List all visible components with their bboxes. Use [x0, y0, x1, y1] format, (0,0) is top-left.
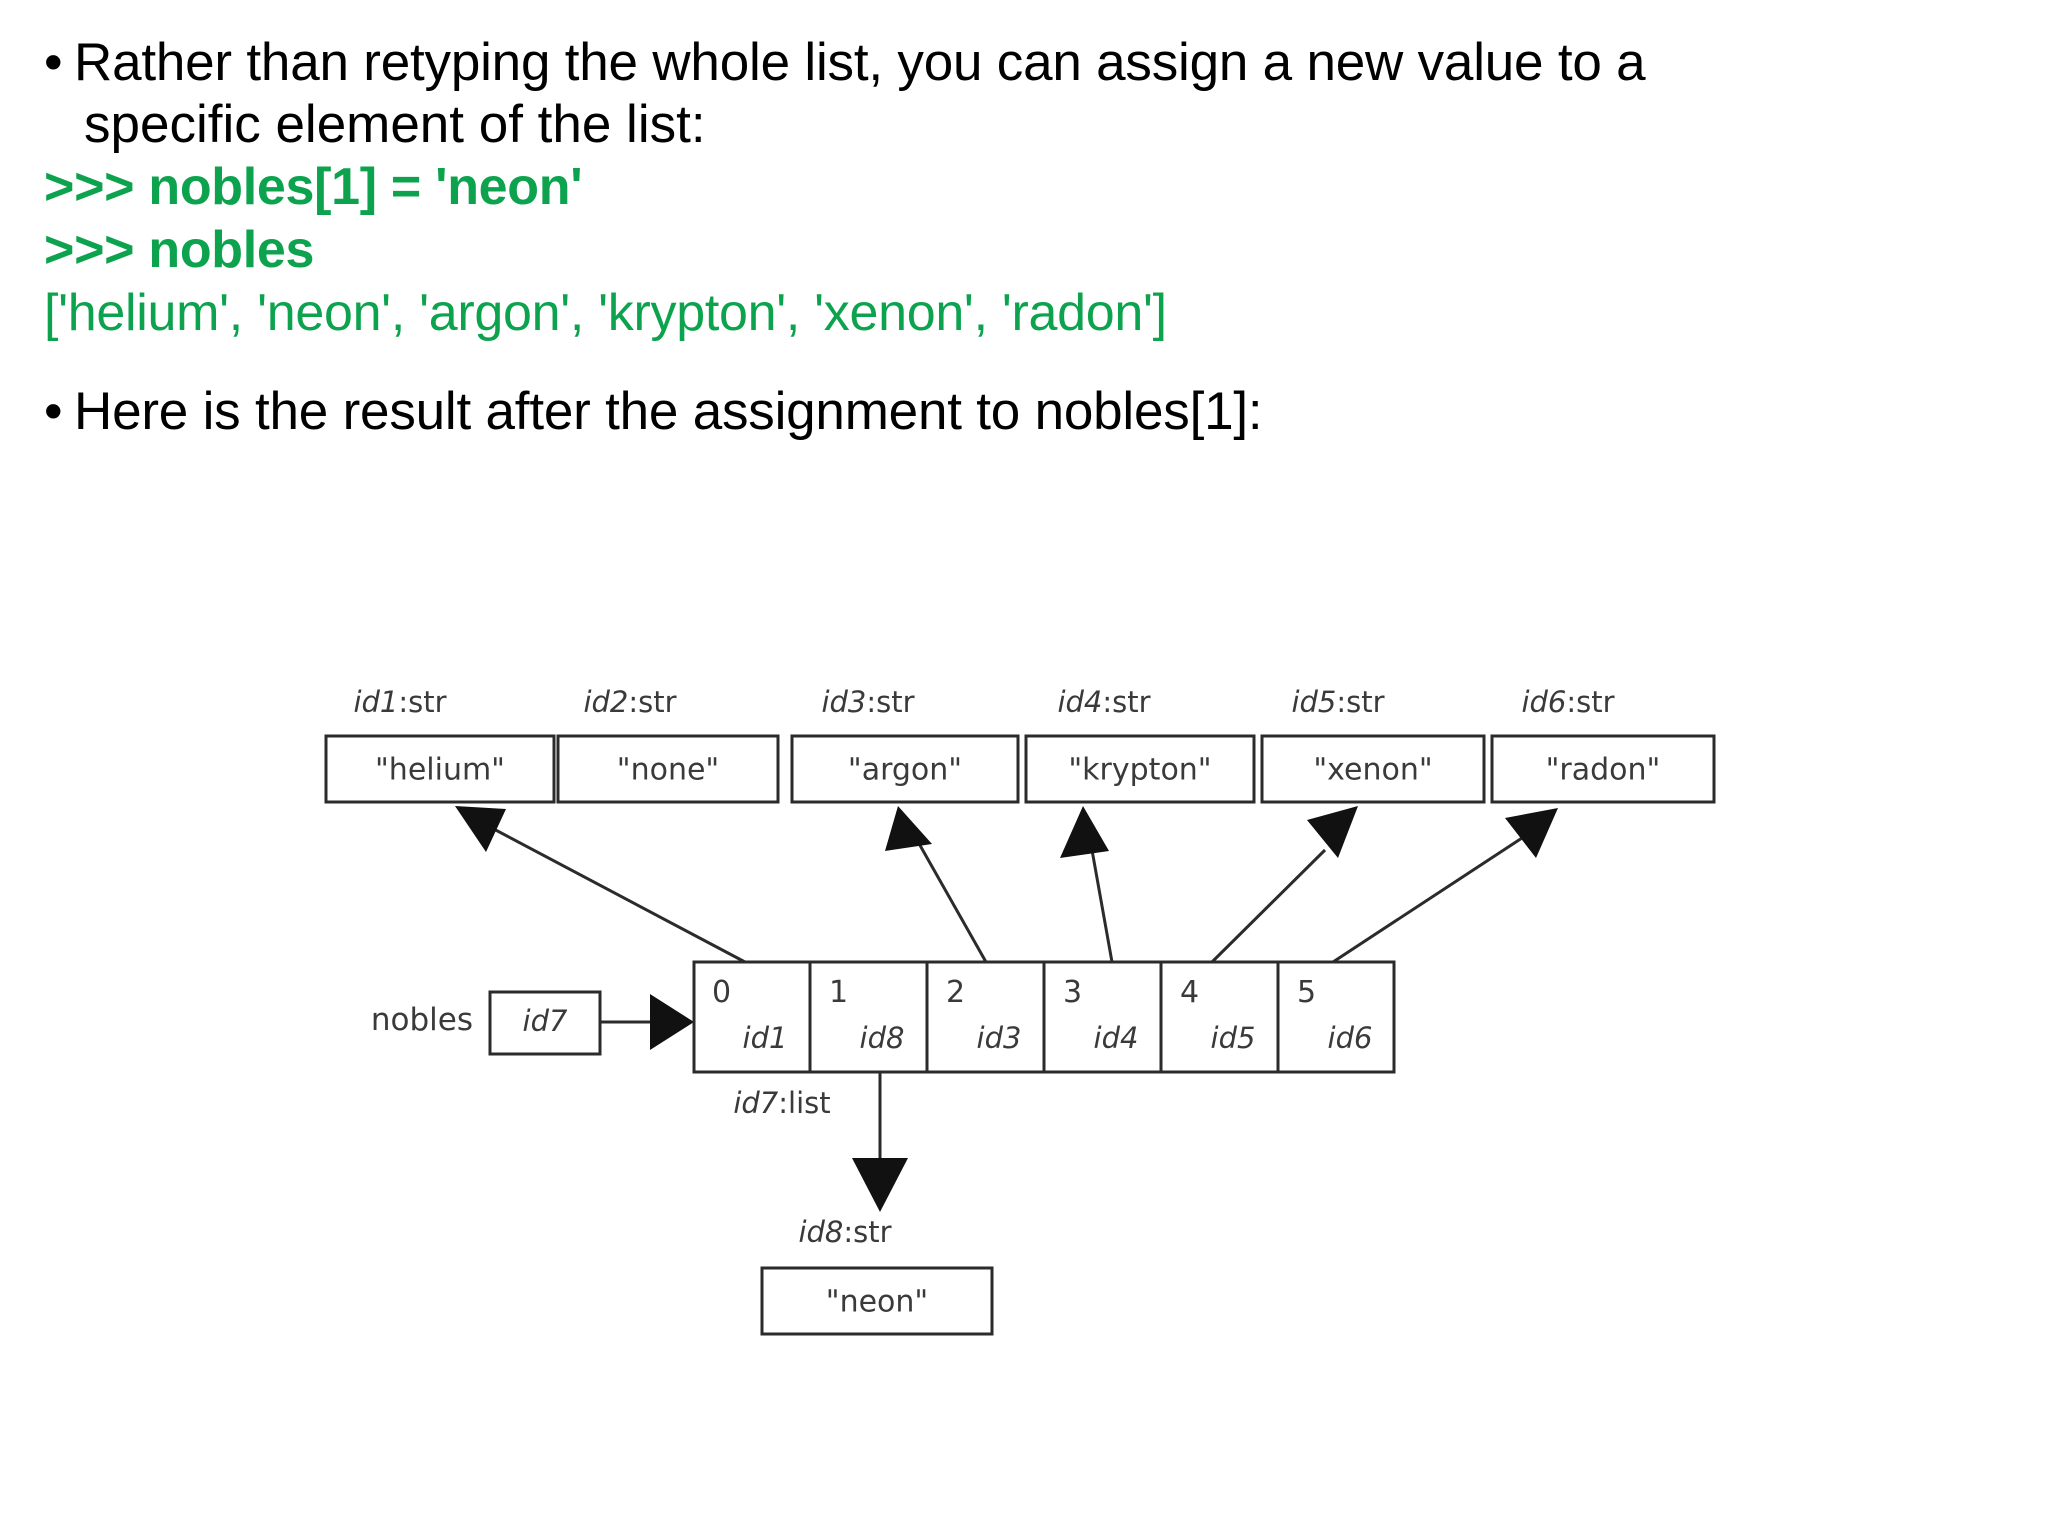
arrow-cell3-to-id4	[1060, 806, 1114, 963]
arrow-cell0-to-id1	[455, 806, 746, 964]
str-object-id3-label-type: :str	[866, 685, 914, 719]
str-object-id4: id4:str "krypton"	[1024, 685, 1256, 804]
str-object-id2-label-id: id2	[583, 685, 628, 719]
str-object-id4-label-id: id4	[1057, 685, 1102, 719]
arrow-cell4-to-id5	[1210, 806, 1358, 964]
list-object-id7-label-id: id7	[733, 1086, 778, 1120]
str-object-id6-label-id: id6	[1521, 685, 1566, 719]
list-object-id7-frame	[692, 960, 1396, 1074]
list-object-id7-label-type: :list	[778, 1086, 830, 1120]
list-cell-0-index: 0	[712, 975, 731, 1010]
str-object-id3-label-id: id3	[821, 685, 866, 719]
list-cell-4-ref: id5	[1211, 1021, 1256, 1055]
str-object-id5-value: "xenon"	[1313, 753, 1432, 788]
str-object-id6-value: "radon"	[1546, 753, 1661, 788]
list-cell-2-index: 2	[946, 975, 965, 1010]
list-cell-4-index: 4	[1180, 975, 1199, 1010]
list-cell-1-index: 1	[829, 975, 848, 1010]
arrow-cell5-to-id6	[1332, 808, 1558, 964]
str-object-id1: id1:str "helium"	[324, 685, 556, 804]
str-object-id3-label: id3:str	[821, 685, 914, 719]
str-object-id1-box	[324, 734, 556, 804]
bullet-dot-icon: •	[44, 33, 63, 92]
str-object-id6-box	[1490, 734, 1716, 804]
str-object-id5-box	[1260, 734, 1486, 804]
bullet-retyping-line2: specific element of the list:	[84, 95, 706, 154]
code-output-line: ['helium', 'neon', 'argon', 'krypton', '…	[44, 284, 1167, 342]
code-prompt-line-2: >>> nobles	[44, 221, 315, 279]
variable-nobles-ref-box	[488, 990, 602, 1056]
list-cell-1-ref: id8	[860, 1021, 905, 1055]
bullet-result-text1: Here is the result after the assignment …	[74, 382, 1263, 441]
str-object-id8-label: id8:str	[798, 1215, 891, 1249]
str-object-id5-label-type: :str	[1336, 685, 1384, 719]
str-object-id5: id5:str "xenon"	[1260, 685, 1486, 804]
str-object-id6: id6:str "radon"	[1490, 685, 1716, 804]
str-object-id5-label: id5:str	[1291, 685, 1384, 719]
str-object-id8-label-type: :str	[843, 1215, 891, 1249]
list-cell-5-ref: id6	[1328, 1021, 1373, 1055]
str-object-id5-label-id: id5	[1291, 685, 1336, 719]
str-object-id2-label-type: :str	[628, 685, 676, 719]
list-cell-5-index: 5	[1297, 975, 1316, 1010]
list-cell-2-ref: id3	[977, 1021, 1022, 1055]
str-object-id4-box	[1024, 734, 1256, 804]
list-cell-0-ref: id1	[743, 1021, 788, 1055]
text-spacer	[44, 345, 2004, 381]
variable-nobles-ref: id7	[523, 1004, 568, 1038]
str-object-id2-value: "none"	[617, 753, 719, 788]
variable-nobles-name: nobles	[371, 1002, 473, 1038]
str-object-id1-label-id: id1	[353, 685, 398, 719]
str-object-id2: id2:str "none"	[556, 685, 780, 804]
arrow-cell2-to-id3	[885, 806, 988, 963]
str-object-id8-box	[760, 1266, 994, 1336]
bullet-retyping-text1: Rather than retyping the whole list, you…	[74, 33, 1646, 92]
list-object-id7-label: id7:list	[733, 1086, 830, 1120]
slide-text-block: •Rather than retyping the whole list, yo…	[44, 32, 2004, 443]
str-object-id6-label: id6:str	[1521, 685, 1614, 719]
variable-nobles: nobles id7	[371, 990, 694, 1056]
code-prompt-line-1: >>> nobles[1] = 'neon'	[44, 158, 583, 216]
str-object-id4-value: "krypton"	[1068, 753, 1211, 788]
str-object-id1-label-type: :str	[398, 685, 446, 719]
bullet-retyping-line1: •Rather than retyping the whole list, yo…	[44, 32, 2004, 94]
str-object-id8-value: "neon"	[826, 1285, 928, 1320]
str-object-id8-label-id: id8	[798, 1215, 843, 1249]
str-object-id1-value: "helium"	[375, 753, 505, 788]
list-object-id7: 0 id1 1 id8 2 id3 3 id4 4 id5 5 id6 id7:…	[692, 960, 1396, 1120]
arrow-cell1-to-id8	[852, 1072, 908, 1212]
str-object-id6-label-type: :str	[1566, 685, 1614, 719]
list-cell-3-index: 3	[1063, 975, 1082, 1010]
str-object-id4-label: id4:str	[1057, 685, 1150, 719]
list-cell-3-ref: id4	[1094, 1021, 1139, 1055]
bullet-dot-icon-2: •	[44, 382, 63, 441]
str-object-id4-label-type: :str	[1102, 685, 1150, 719]
bullet-result-line1: •Here is the result after the assignment…	[44, 381, 2004, 443]
str-object-id3-box	[790, 734, 1020, 804]
str-object-id2-box	[556, 734, 780, 804]
str-object-id3-value: "argon"	[848, 753, 962, 788]
str-object-id8: id8:str "neon"	[760, 1215, 994, 1336]
str-object-id2-label: id2:str	[583, 685, 676, 719]
str-object-id3: id3:str "argon"	[790, 685, 1020, 804]
str-object-id1-label: id1:str	[353, 685, 446, 719]
